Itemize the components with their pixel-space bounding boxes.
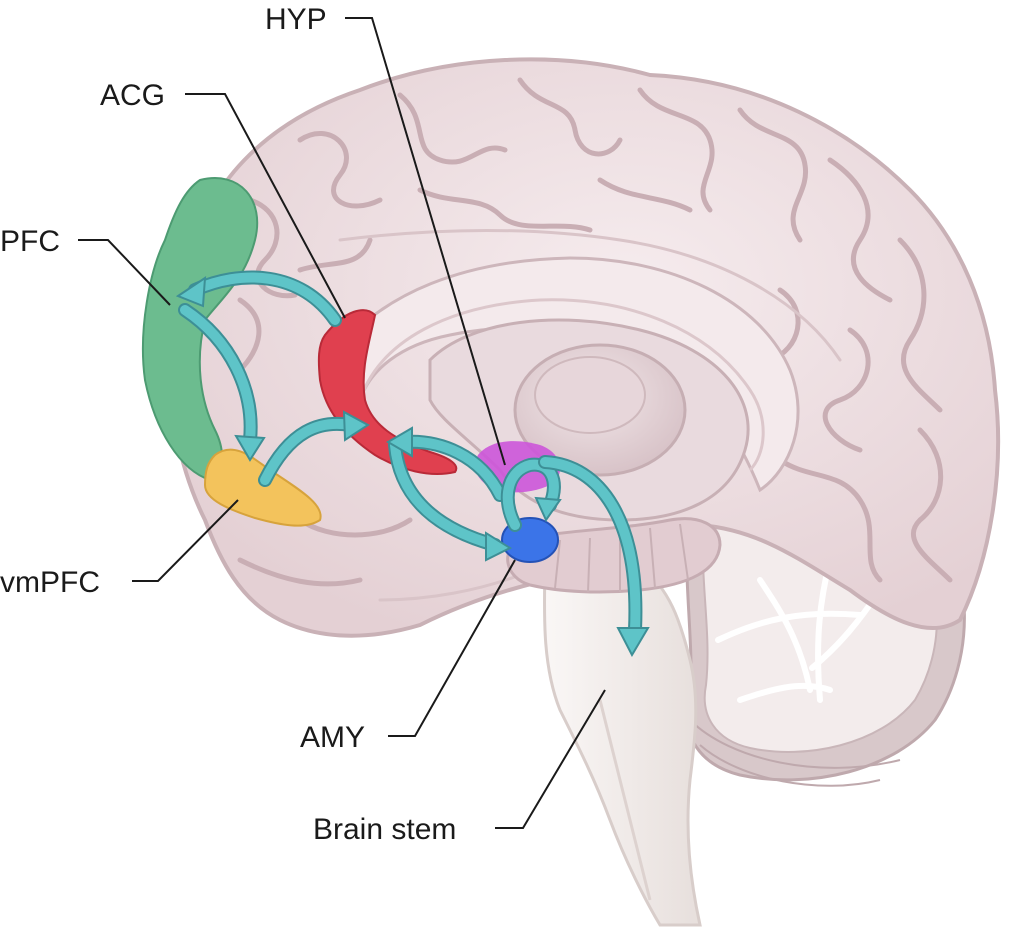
arrowhead-to-amy: [485, 531, 513, 562]
brain-stem-leader: [495, 689, 606, 829]
leader-lines: [78, 17, 606, 829]
label-pfc: PFC: [0, 225, 60, 258]
arrowhead-to-vmpfc: [234, 434, 266, 462]
brain-stem: [542, 558, 702, 927]
corpus-callosum: [328, 256, 800, 493]
label-brain-stem: Brain stem: [313, 813, 456, 846]
vmpfc-leader: [132, 499, 239, 582]
pfc-leader: [78, 239, 171, 306]
acg-leader: [185, 93, 346, 319]
amy-leader: [388, 559, 516, 737]
label-hyp: HYP: [265, 3, 327, 36]
label-acg: ACG: [100, 79, 165, 112]
label-vmpfc: vmPFC: [0, 566, 100, 599]
hyp-leader: [345, 17, 506, 466]
arrowhead-to-pfc: [175, 276, 207, 308]
arrowhead-to-hyp: [534, 496, 562, 523]
connection-arrows: [175, 270, 650, 658]
arrowhead-to-acg-2: [386, 426, 413, 458]
label-amy: AMY: [300, 721, 365, 754]
arrowhead-to-acg: [342, 410, 370, 442]
arrowhead-to-brain-stem: [616, 627, 650, 658]
